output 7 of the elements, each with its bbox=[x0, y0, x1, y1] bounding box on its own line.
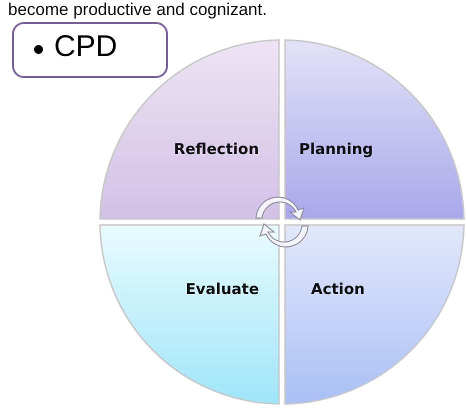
segment-label: Evaluate bbox=[184, 280, 259, 298]
segment-label: Action bbox=[311, 280, 366, 298]
text-box bbox=[12, 22, 168, 78]
segment-label: Reflection bbox=[172, 140, 259, 158]
segment-label: Planning bbox=[299, 140, 374, 158]
bullet-text: CPD bbox=[54, 30, 118, 64]
heading-text: become productive and cognizant. bbox=[8, 0, 267, 20]
